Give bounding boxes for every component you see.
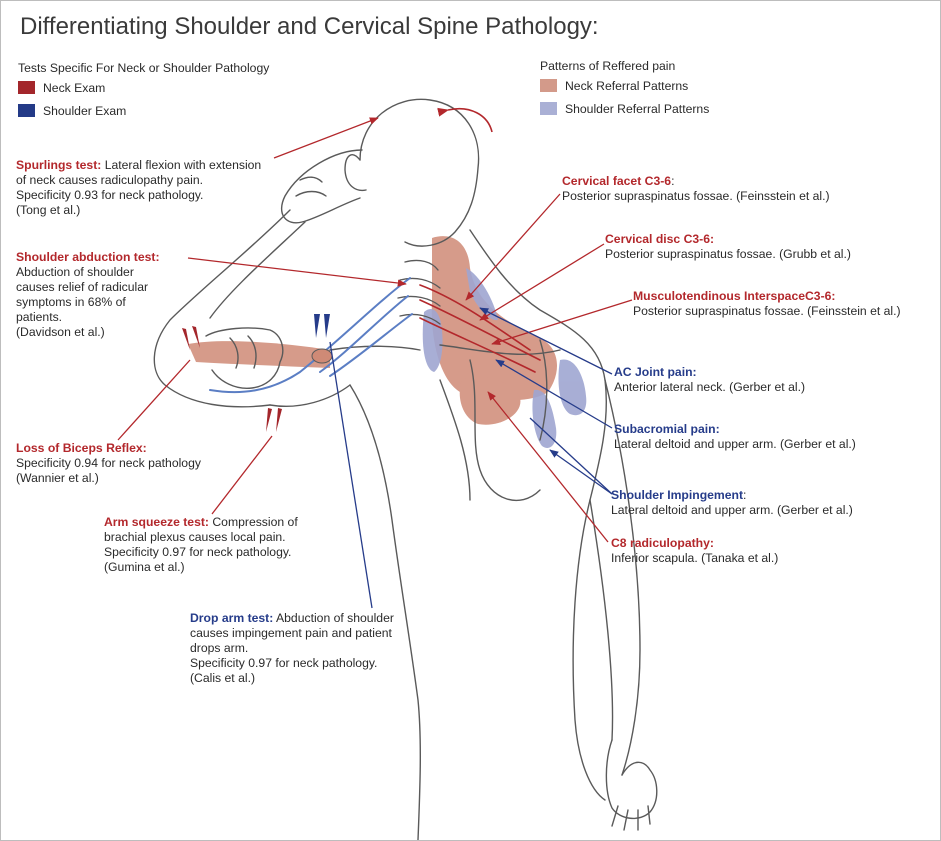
shoulder-referral-swatch — [540, 102, 557, 115]
spurlings-test-heading: Spurlings test: — [16, 158, 102, 172]
biceps-reflex-line1: Specificity 0.94 for neck pathology — [16, 456, 201, 470]
shoulder-impingement-colon: : — [743, 488, 747, 502]
shoulder-abduction-test-line4: patients. — [16, 310, 63, 324]
legend-neck-exam: Neck Exam — [18, 81, 105, 96]
page-title: Differentiating Shoulder and Cervical Sp… — [20, 13, 599, 40]
legend-shoulder-exam: Shoulder Exam — [18, 104, 126, 119]
shoulder-exam-label: Shoulder Exam — [43, 104, 127, 118]
neck-exam-swatch — [18, 81, 35, 94]
spurlings-test-block: Spurlings test: Lateral flexion with ext… — [16, 158, 261, 218]
body-outline — [153, 98, 658, 841]
ac-joint-line1: Anterior lateral neck. (Gerber et al.) — [614, 380, 806, 394]
shoulder-exam-swatch — [18, 104, 35, 117]
subacromial-heading: Subacromial pain: — [614, 422, 720, 436]
spurlings-test-citation: (Tong et al.) — [16, 203, 81, 217]
shoulder-abduction-test-line3: symptoms in 68% of — [16, 295, 126, 309]
neck-referral-swatch — [540, 79, 557, 92]
legend-shoulder-referral: Shoulder Referral Patterns — [540, 102, 709, 117]
head-rotation-arrow — [437, 107, 493, 133]
arm-squeeze-test-heading: Arm squeeze test: — [104, 515, 209, 529]
shoulder-impingement-heading: Shoulder Impingement — [611, 488, 744, 502]
subacromial-line1: Lateral deltoid and upper arm. (Gerber e… — [614, 437, 856, 451]
shoulder-abduction-test-block: Shoulder abduction test: Abduction of sh… — [16, 250, 160, 340]
shoulder-referral-zones — [422, 268, 587, 448]
spurlings-test-line3: Specificity 0.93 for neck pathology. — [16, 188, 204, 202]
cervical-facet-block: Cervical facet C3-6: Posterior supraspin… — [562, 174, 830, 204]
drop-arm-test-line1: Abduction of shoulder — [273, 611, 394, 625]
ac-joint-block: AC Joint pain: Anterior lateral neck. (G… — [614, 365, 805, 395]
biceps-reflex-block: Loss of Biceps Reflex: Specificity 0.94 … — [16, 441, 201, 486]
spurlings-test-line1: Lateral flexion with extension — [101, 158, 262, 172]
shoulder-abduction-test-line2: causes relief of radicular — [16, 280, 149, 294]
drop-arm-test-line3: drops arm. — [190, 641, 249, 655]
musculotendinous-line1: Posterior supraspinatus fossae. (Feinsst… — [633, 304, 901, 318]
drop-arm-test-heading: Drop arm test: — [190, 611, 274, 625]
shoulder-abduction-test-citation: (Davidson et al.) — [16, 325, 105, 339]
brachial-plexus-nerves — [209, 277, 541, 394]
neck-referral-label: Neck Referral Patterns — [565, 79, 689, 93]
cervical-facet-line1: Posterior supraspinatus fossae. (Feinsst… — [562, 189, 830, 203]
cervical-disc-line1: Posterior supraspinatus fossae. (Grubb e… — [605, 247, 851, 261]
legend-patterns-heading: Patterns of Reffered pain — [540, 59, 676, 73]
shoulder-abduction-test-line1: Abduction of shoulder — [16, 265, 134, 279]
cervical-disc-heading: Cervical disc C3-6: — [605, 232, 715, 246]
shoulder-impingement-line1: Lateral deltoid and upper arm. (Gerber e… — [611, 503, 853, 517]
neck-test-markers — [182, 326, 282, 432]
c8-radiculopathy-block: C8 radiculopathy: Inferior scapula. (Tan… — [611, 536, 778, 566]
shoulder-abduction-test-heading: Shoulder abduction test: — [16, 250, 160, 264]
legend-neck-referral: Neck Referral Patterns — [540, 79, 688, 94]
neck-exam-label: Neck Exam — [43, 81, 106, 95]
arm-squeeze-test-line3: Specificity 0.97 for neck pathology. — [104, 545, 292, 559]
drop-arm-test-line2: causes impingement pain and patient — [190, 626, 392, 640]
biceps-reflex-citation: (Wannier et al.) — [16, 471, 99, 485]
shoulder-referral-label: Shoulder Referral Patterns — [565, 102, 710, 116]
arm-squeeze-test-block: Arm squeeze test: Compression of brachia… — [104, 515, 298, 575]
arm-squeeze-test-line1: Compression of — [208, 515, 298, 529]
arm-squeeze-test-line2: brachial plexus causes local pain. — [104, 530, 286, 544]
drop-arm-test-block: Drop arm test: Abduction of shoulder cau… — [190, 611, 394, 686]
biceps-reflex-heading: Loss of Biceps Reflex: — [16, 441, 147, 455]
shoulder-test-markers — [314, 314, 330, 338]
right-connector-lines — [465, 193, 633, 543]
spurlings-test-line2: of neck causes radiculopathy pain. — [16, 173, 203, 187]
legend-tests-heading: Tests Specific For Neck or Shoulder Path… — [18, 61, 270, 75]
c8-radiculopathy-line1: Inferior scapula. (Tanaka et al.) — [611, 551, 779, 565]
subacromial-block: Subacromial pain: Lateral deltoid and up… — [614, 422, 856, 452]
left-connector-lines — [117, 117, 407, 609]
drop-arm-test-citation: (Calis et al.) — [190, 671, 256, 685]
cervical-disc-block: Cervical disc C3-6: Posterior supraspina… — [605, 232, 851, 262]
shoulder-impingement-block: Shoulder Impingement: Lateral deltoid an… — [611, 488, 853, 518]
musculotendinous-block: Musculotendinous InterspaceC3-6: Posteri… — [633, 289, 901, 319]
arm-squeeze-test-citation: (Gumina et al.) — [104, 560, 185, 574]
drop-arm-test-line4: Specificity 0.97 for neck pathology. — [190, 656, 378, 670]
arm-nerve-node — [311, 348, 333, 364]
c8-radiculopathy-heading: C8 radiculopathy: — [611, 536, 714, 550]
ac-joint-heading: AC Joint pain: — [614, 365, 697, 379]
cervical-facet-heading: Cervical facet C3-6 — [562, 174, 672, 188]
musculotendinous-heading: Musculotendinous InterspaceC3-6: — [633, 289, 836, 303]
cervical-facet-colon: : — [671, 174, 675, 188]
